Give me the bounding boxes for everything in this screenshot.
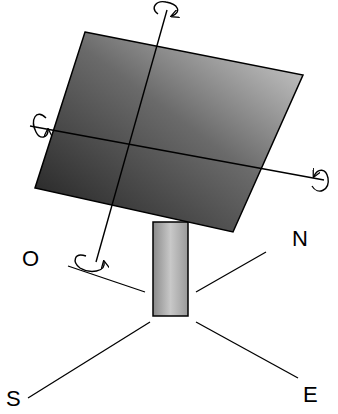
- direction-label: O: [22, 248, 39, 270]
- rotation-axes: [30, 10, 324, 262]
- rotation-arrows: [34, 2, 329, 272]
- solar-panel: [35, 32, 303, 232]
- direction-label: N: [292, 228, 308, 250]
- pole: [153, 222, 188, 316]
- direction-label: E: [303, 384, 318, 406]
- direction-label: S: [6, 388, 21, 410]
